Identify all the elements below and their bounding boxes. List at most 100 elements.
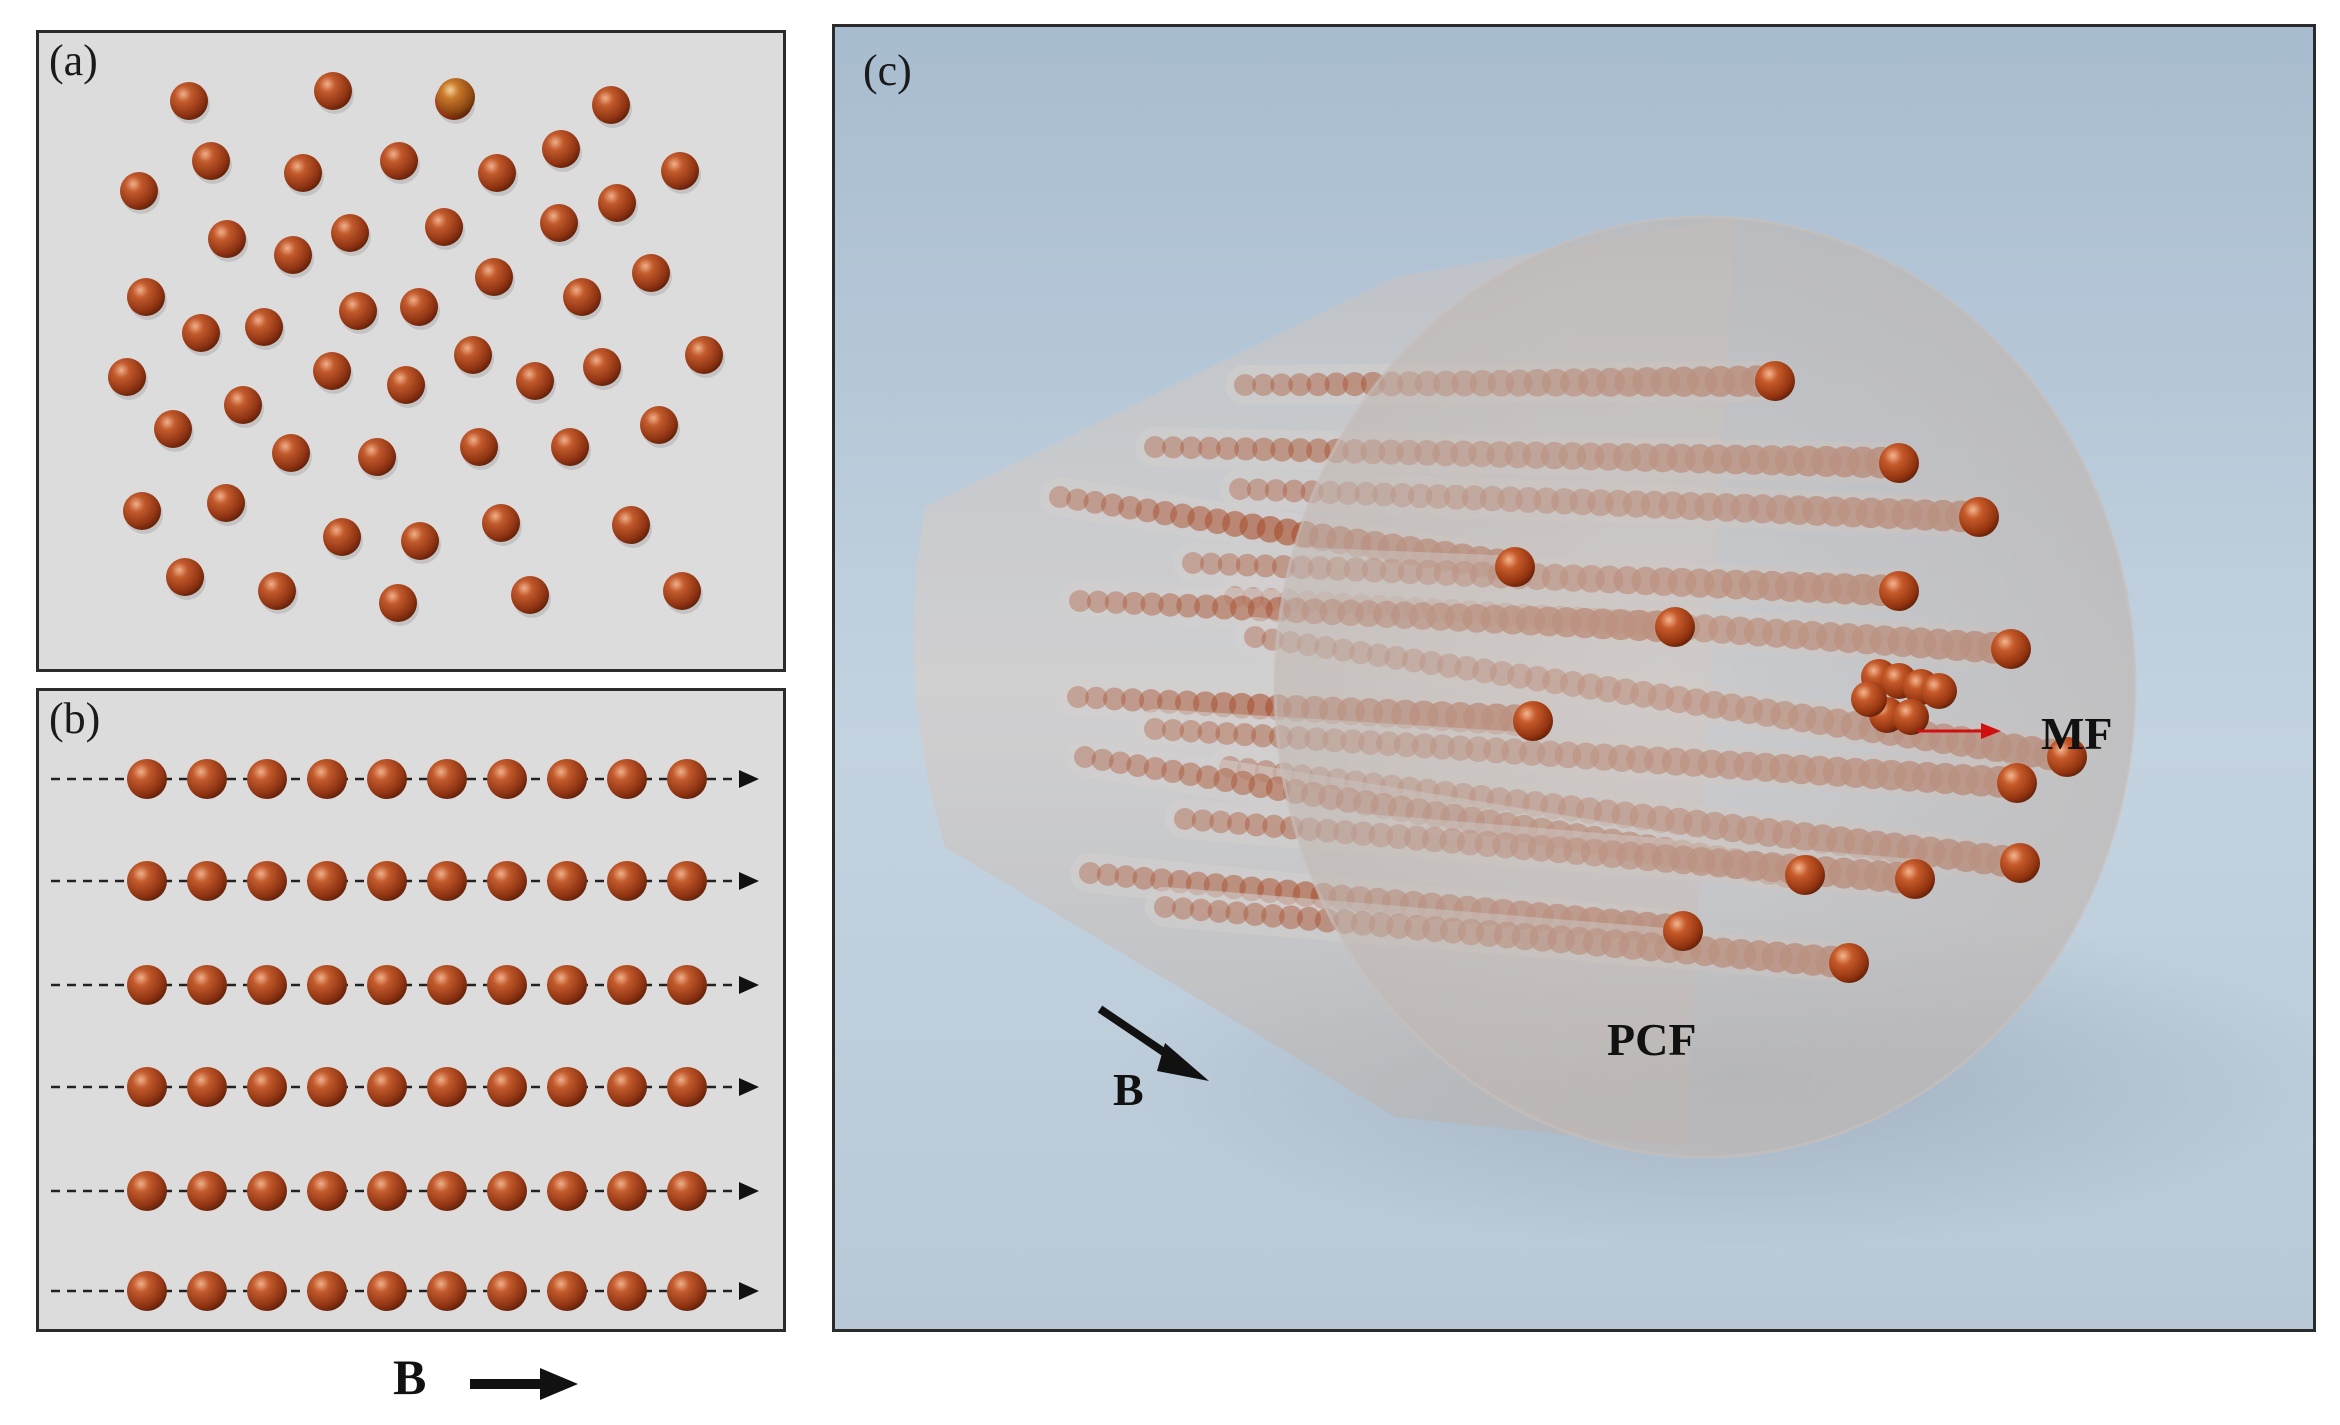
- chain-particle: [607, 759, 647, 799]
- particle: [482, 504, 520, 542]
- core-particle: [1921, 673, 1957, 709]
- chain-particle: [367, 1171, 407, 1211]
- chain-particle: [667, 1271, 707, 1311]
- chain-particle: [127, 1171, 167, 1211]
- chain-particle: [427, 861, 467, 901]
- random-particles-diagram: [108, 72, 725, 626]
- chain-particle: [367, 1067, 407, 1107]
- chain-particle: [187, 1171, 227, 1211]
- chain-particle: [547, 861, 587, 901]
- pcf-label: PCF: [1607, 1014, 1697, 1065]
- chain-particle: [547, 1271, 587, 1311]
- chain-particle: [367, 1271, 407, 1311]
- particle: [475, 258, 513, 296]
- chain-particle: [547, 965, 587, 1005]
- particle: [612, 506, 650, 544]
- chain-arrowhead: [739, 1282, 759, 1300]
- panel-b-label: (b): [49, 694, 101, 743]
- chain-particle: [547, 1171, 587, 1211]
- particle: [516, 362, 554, 400]
- chain-particle: [667, 759, 707, 799]
- particle: [640, 406, 678, 444]
- chain-particle: [487, 1171, 527, 1211]
- fiber-end-particle: [1895, 859, 1935, 899]
- particle: [540, 204, 578, 242]
- panel-a-random-particles: (a): [36, 30, 786, 672]
- fiber-end-particle: [1495, 547, 1535, 587]
- fiber-end-particle: [1997, 763, 2037, 803]
- chain-particle: [307, 759, 347, 799]
- particle-chain: [51, 759, 759, 799]
- chain-particle: [607, 1271, 647, 1311]
- chain-particle: [247, 759, 287, 799]
- aligned-chains-diagram: [51, 759, 759, 1311]
- particle: [258, 572, 296, 610]
- chain-particle: [247, 1271, 287, 1311]
- chain-particle: [307, 1171, 347, 1211]
- chain-particle: [427, 1171, 467, 1211]
- chain-particle: [487, 1067, 527, 1107]
- chain-particle: [367, 965, 407, 1005]
- particle: [323, 518, 361, 556]
- highlighted-particle: [437, 78, 475, 116]
- particle: [401, 522, 439, 560]
- particle: [583, 348, 621, 386]
- chain-particle: [427, 759, 467, 799]
- particle: [284, 154, 322, 192]
- panel-c-label: (c): [863, 46, 912, 95]
- fiber-end-particle: [2000, 843, 2040, 883]
- chain-particle: [127, 861, 167, 901]
- fiber-end-particle: [1663, 911, 1703, 951]
- particle: [511, 576, 549, 614]
- fiber-end-particle: [1879, 443, 1919, 483]
- chain-particle: [247, 1067, 287, 1107]
- particle: [313, 352, 351, 390]
- particle: [478, 154, 516, 192]
- panel-c-pcf-scene: (c) B PCF MF: [832, 24, 2316, 1332]
- particle: [208, 220, 246, 258]
- chain-particle: [547, 1067, 587, 1107]
- chain-particle: [607, 1067, 647, 1107]
- fiber-end-particle: [1513, 701, 1553, 741]
- core-particle: [1893, 699, 1929, 735]
- fiber-end-particle: [1959, 497, 1999, 537]
- fiber-end-particle: [1879, 571, 1919, 611]
- fiber-end-particle: [2047, 737, 2087, 777]
- chain-arrowhead: [739, 770, 759, 788]
- particle: [460, 428, 498, 466]
- particle: [598, 184, 636, 222]
- particle-chain: [51, 1067, 759, 1107]
- fiber-end-face: [1273, 215, 2137, 1159]
- particle: [632, 254, 670, 292]
- core-particle: [1851, 681, 1887, 717]
- chain-particle: [247, 1171, 287, 1211]
- chain-particle: [487, 759, 527, 799]
- chain-particle: [307, 965, 347, 1005]
- particle: [123, 492, 161, 530]
- mf-label: MF: [2041, 708, 2113, 759]
- chain-arrowhead: [739, 976, 759, 994]
- chain-particle: [247, 965, 287, 1005]
- chain-particle: [127, 965, 167, 1005]
- chain-arrowhead: [739, 1078, 759, 1096]
- field-label-b-scene: B: [1113, 1064, 1144, 1115]
- chain-particle: [667, 965, 707, 1005]
- chain-particle: [307, 1271, 347, 1311]
- particle: [224, 386, 262, 424]
- particle: [166, 558, 204, 596]
- particle: [314, 72, 352, 110]
- particle-chain: [51, 1171, 759, 1211]
- particle: [274, 236, 312, 274]
- particle: [663, 572, 701, 610]
- chain-particle: [187, 861, 227, 901]
- fiber-end-particle: [1991, 629, 2031, 669]
- chain-particle: [487, 965, 527, 1005]
- chain-particle: [427, 965, 467, 1005]
- particle: [154, 410, 192, 448]
- chain-particle: [367, 861, 407, 901]
- particle: [425, 208, 463, 246]
- chain-particle: [547, 759, 587, 799]
- particle: [108, 358, 146, 396]
- particle: [592, 86, 630, 124]
- chain-arrowhead: [739, 872, 759, 890]
